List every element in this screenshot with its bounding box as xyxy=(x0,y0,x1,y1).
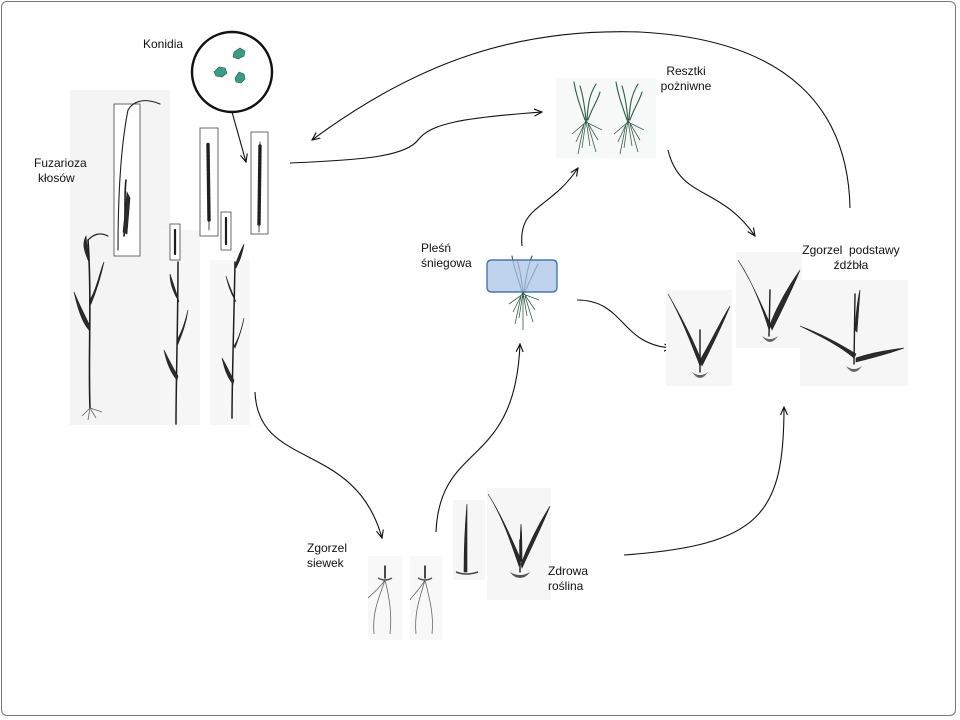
label-zgorzel-siewek: Zgorzel siewek xyxy=(307,541,347,571)
label-resztki-line2: pożniwne xyxy=(660,79,712,93)
arrow-snow-mould-to-debris xyxy=(521,168,578,247)
label-konidia: Konidia xyxy=(143,37,184,51)
label-zdrowa-line1: Zdrowa xyxy=(548,564,589,578)
crop-debris-plants xyxy=(556,78,656,158)
label-zgorzel-podstawy: Zgorzel podstawy źdźbła xyxy=(796,243,906,273)
label-zgorzel-podstawy-line1: Zgorzel podstawy xyxy=(802,243,900,257)
conidium-spore xyxy=(213,66,228,78)
debris-plant xyxy=(571,81,603,155)
seedling-blight-plants xyxy=(367,556,442,640)
label-fuzarioza-line1: Fuzarioza xyxy=(34,156,87,170)
conidium-spore xyxy=(232,47,246,60)
ear-blight-plants xyxy=(70,90,269,425)
label-zdrowa-line2: roślina xyxy=(548,579,584,593)
healthy-plants xyxy=(453,488,551,600)
snow-cover-box xyxy=(486,259,558,293)
label-zgorzel-podstawy-line2: źdźbła xyxy=(833,258,869,272)
foot-rot-plant xyxy=(737,259,801,342)
label-resztki-pozniwne: Resztki pożniwne xyxy=(658,64,714,94)
label-zgorzel-siewek-line2: siewek xyxy=(307,556,344,570)
label-zdrowa-roslina: Zdrowa roślina xyxy=(548,564,588,594)
seedling-plant xyxy=(367,565,393,635)
snow-mould-plant xyxy=(486,255,558,330)
label-fuzarioza-line2: kłosów xyxy=(38,171,75,185)
label-resztki-line1: Resztki xyxy=(666,64,706,78)
label-plesn-sniegowa: Pleśń śniegowa xyxy=(421,241,472,271)
label-fuzarioza-klosow: Fuzarioza kłosów xyxy=(34,156,87,186)
healthy-plant xyxy=(487,493,551,578)
debris-plant xyxy=(613,81,645,155)
foot-rot-plant xyxy=(799,289,905,372)
arrow-snow-mould-to-foot-rot xyxy=(576,299,672,348)
arrow-healthy-to-foot-rot xyxy=(623,407,784,556)
arrow-debris-to-ear-blight xyxy=(312,31,851,209)
conidium-spore xyxy=(234,71,246,84)
arrow-ear-blight-to-seedling-blight xyxy=(254,391,382,538)
foot-rot-plants xyxy=(666,252,908,386)
cycle-arrows xyxy=(231,31,851,556)
arrow-conidia-to-ear xyxy=(231,111,246,162)
arrow-seedling-to-snow-mould xyxy=(435,344,520,533)
arrow-debris-to-foot-rot xyxy=(667,149,755,236)
conidia-circle xyxy=(190,30,274,114)
wheat-plant-infected-ear xyxy=(163,127,219,425)
seedling-plant xyxy=(409,565,433,635)
label-zgorzel-siewek-line1: Zgorzel xyxy=(307,541,348,555)
healthy-seedling xyxy=(455,503,479,575)
arrow-ear-blight-to-debris xyxy=(289,112,542,164)
foot-rot-plant xyxy=(667,293,731,378)
label-plesn-line2: śniegowa xyxy=(421,256,472,270)
wheat-plant-mature xyxy=(73,100,161,421)
label-plesn-line1: Pleśń xyxy=(421,241,452,255)
wheat-plant-ear-detail xyxy=(220,131,269,419)
